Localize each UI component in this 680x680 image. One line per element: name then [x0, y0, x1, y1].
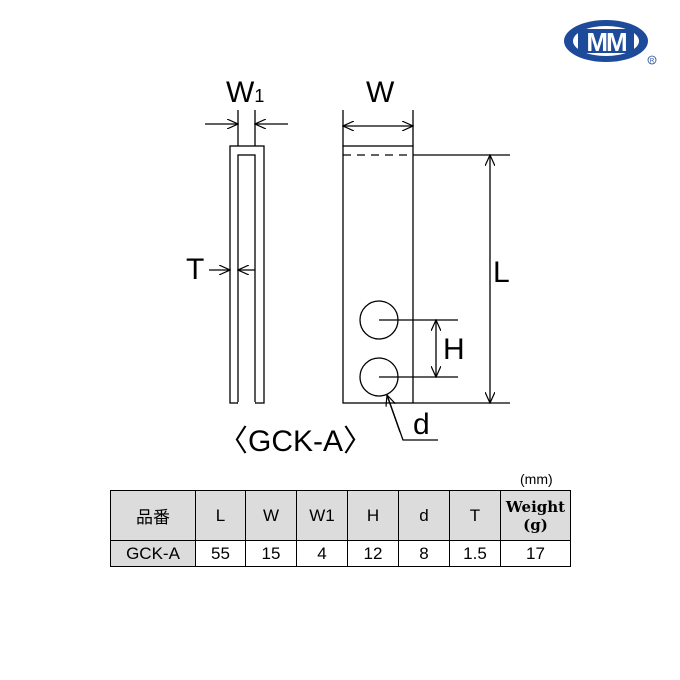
logo: MM R: [564, 20, 657, 65]
svg-text:R: R: [650, 59, 655, 65]
label-w1: W1: [226, 76, 265, 109]
header-cell: H: [347, 490, 399, 541]
front-view: [343, 110, 510, 441]
header-cell: L: [195, 490, 246, 541]
table-row: GCK-A 55 15 4 12 8 1.5 17: [110, 540, 571, 567]
spec-table: 品番 L W W1 H d T Weight(g) GCK-A 55 15 4 …: [110, 490, 571, 567]
header-cell: W1: [296, 490, 348, 541]
header-cell: W: [245, 490, 297, 541]
label-t: T: [186, 253, 205, 286]
label-w: W: [366, 76, 395, 109]
header-cell-weight: Weight(g): [500, 490, 571, 541]
header-cell: d: [398, 490, 450, 541]
header-cell: 品番: [110, 490, 196, 541]
side-view: [205, 110, 288, 404]
drawing-caption: 〈GCK-A〉: [218, 425, 374, 458]
header-cell: T: [449, 490, 501, 541]
label-l: L: [493, 256, 510, 289]
label-h: H: [443, 333, 465, 366]
unit-label: (mm): [520, 471, 553, 487]
label-d: d: [413, 408, 430, 441]
svg-text:MM: MM: [586, 27, 626, 57]
